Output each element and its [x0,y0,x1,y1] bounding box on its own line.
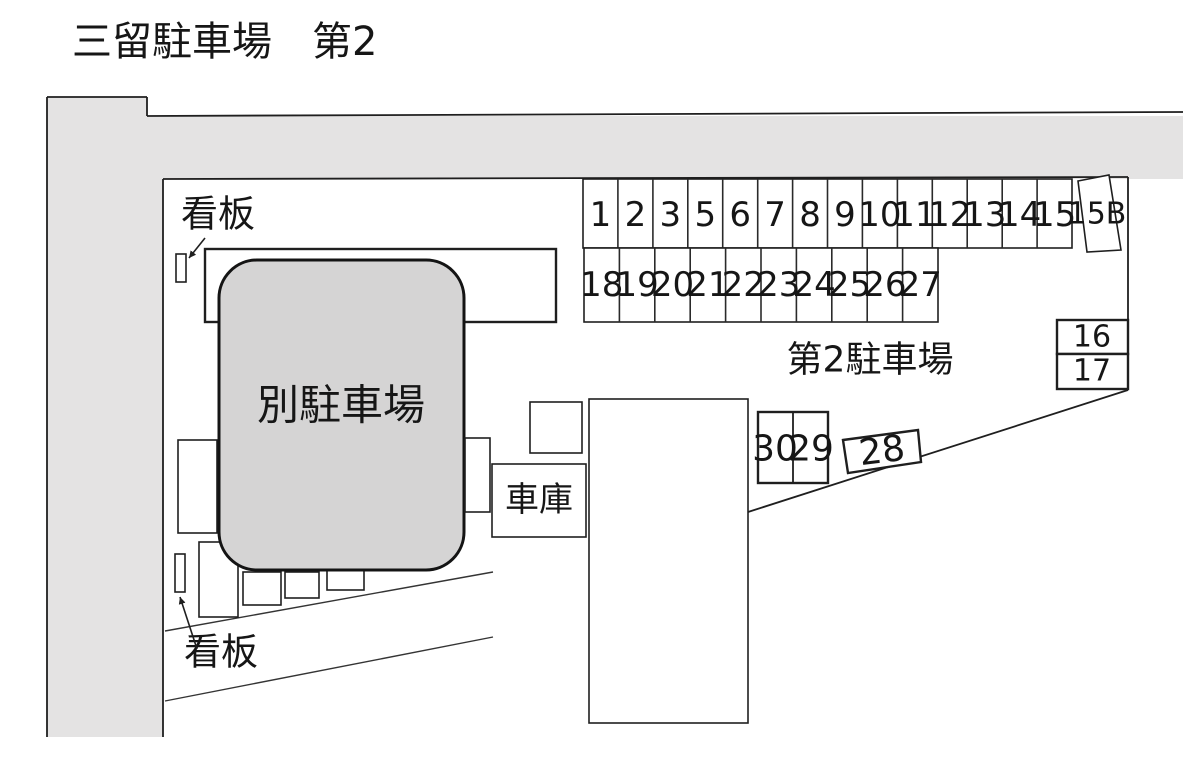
page-title: 三留駐車場 第2 [72,19,377,65]
space-label: 9 [834,195,856,235]
bottom-building-4 [326,569,365,591]
space-label: 19 [615,265,658,305]
space-16-outline [1055,318,1130,356]
bottom-building-3 [284,571,320,599]
signboard-bottom: 看板 [174,553,258,674]
space-label: 13 [963,195,1006,235]
road-horizontal-top-line [146,111,1183,117]
large-building [588,398,749,724]
property-top-line [162,176,1129,180]
space-label: 29 [788,429,834,470]
lot2-label: 第2駐車場 [787,340,954,381]
row2-dividers [618,248,904,322]
space-label: 17 [1073,354,1111,389]
space-label: 27 [899,265,942,305]
space-label: 15 [1033,195,1076,235]
parking-row-1: 1 2 3 5 6 7 8 9 10 11 12 13 14 15 [582,178,1076,249]
space-label: 18 [580,265,623,305]
left-building [177,439,218,534]
space-label: 20 [651,265,694,305]
space-label: 24 [792,265,835,305]
space-label: 8 [799,195,821,235]
space-label: 22 [722,265,765,305]
space-label: 21 [686,265,729,305]
road-horizontal-fill [147,116,1183,179]
space-17-outline [1055,352,1130,391]
bottom-building-2 [242,571,282,606]
spaces-16-17: 16 17 [1055,318,1130,391]
space-label: 6 [729,195,751,235]
space-28-outline [841,428,923,475]
property-boundary [162,176,1129,737]
space-label: 23 [757,265,800,305]
small-square-building [529,401,583,454]
space-label: 14 [998,195,1041,235]
space-label: 1 [590,195,612,235]
signboard-top-arrow [188,237,206,259]
spaces-30-29: 30 29 [752,410,834,485]
signboard-top-label: 看板 [181,193,255,236]
space-label: 5 [694,195,716,235]
row1-dividers [617,179,1038,248]
signboard-bottom-arrow [178,596,198,650]
small-buildings [177,439,365,618]
space-label: 16 [1073,320,1111,355]
property-diagonal-line [747,389,1129,513]
space-28: 28 [841,428,923,475]
separate-lot-label: 別駐車場 [257,381,425,430]
space-15B: 15B [1068,174,1127,253]
road-vertical-top-fill [47,97,147,118]
signboard-bottom-marker [174,553,186,593]
space-label: 2 [625,195,647,235]
lower-road-diagonal-line-2 [164,636,494,702]
space-label: 3 [659,195,681,235]
space-label: 30 [752,429,798,470]
signboard-bottom-label: 看板 [184,631,258,674]
roads [46,96,1183,737]
parking-row-2: 18 19 20 21 22 23 24 25 26 27 [580,247,942,323]
space-label: 15B [1068,197,1127,232]
garage-label: 車庫 [505,480,573,520]
space-label: 28 [857,428,907,474]
garage-outline [491,463,587,538]
space-label: 25 [828,265,871,305]
space-15B-outline [1077,174,1122,253]
central-buildings: 車庫 [464,398,749,724]
signboard-top: 看板 [175,193,255,283]
narrow-building [464,437,491,513]
separate-lot-area [217,258,466,572]
space-label: 11 [893,195,936,235]
space-label: 12 [928,195,971,235]
space-label: 10 [858,195,901,235]
lower-road-diagonal-line-1 [164,571,494,632]
space-label: 7 [764,195,786,235]
signboard-top-marker [175,253,187,283]
space-label: 26 [863,265,906,305]
road-vertical-fill [47,116,163,737]
